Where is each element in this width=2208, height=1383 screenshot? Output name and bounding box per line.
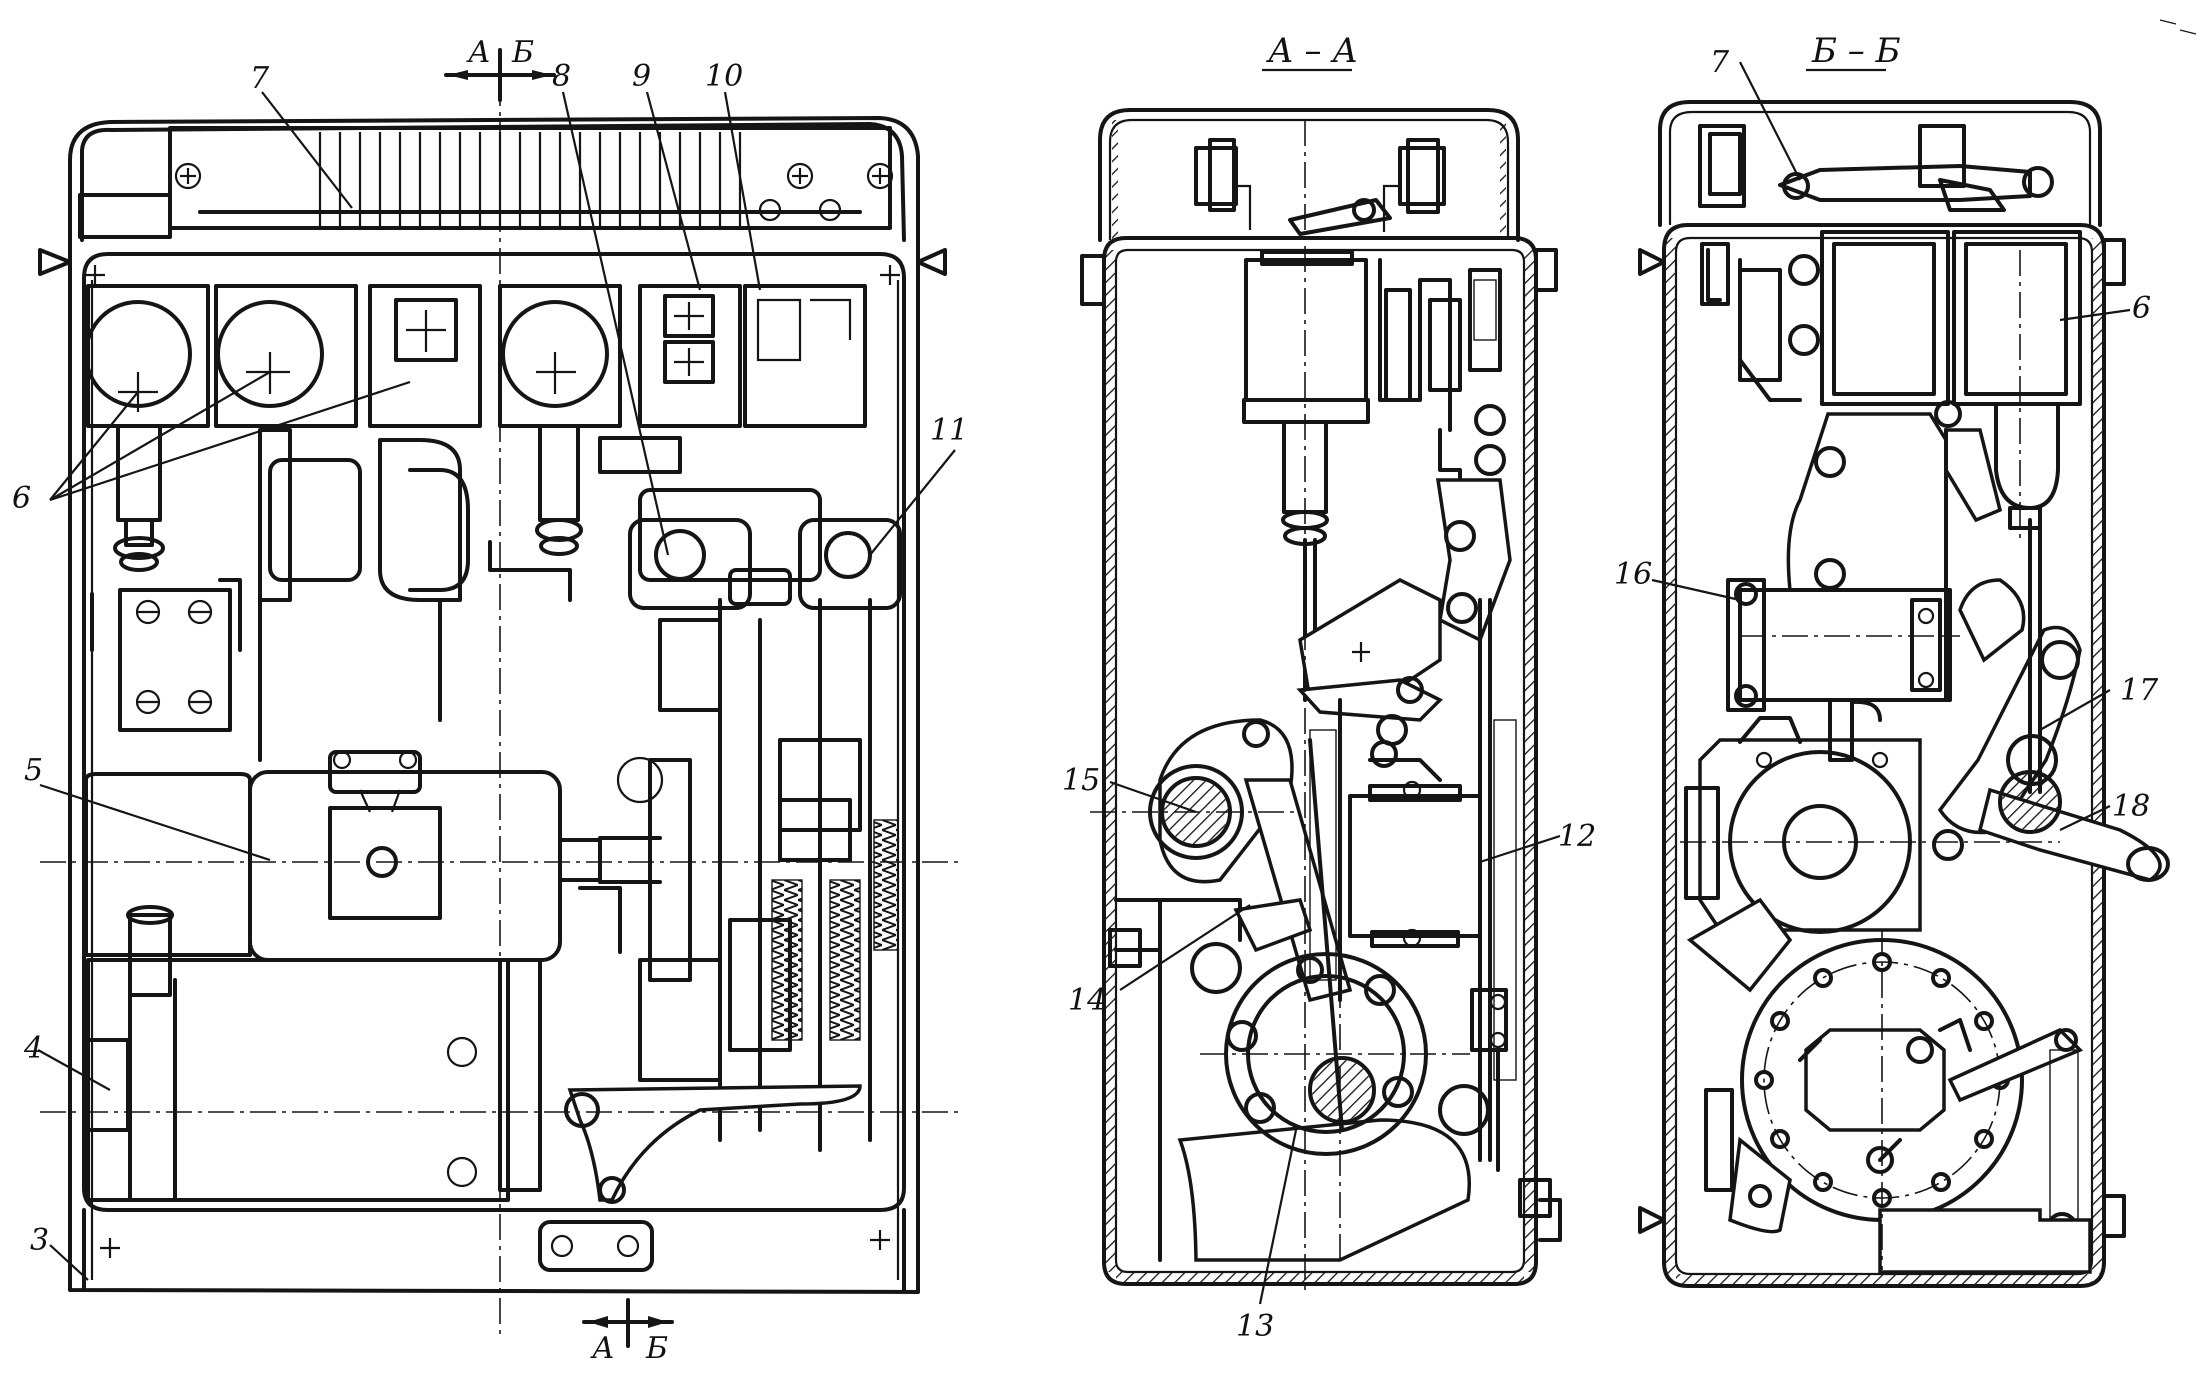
callout-17: 17	[2120, 673, 2159, 708]
left-hinge-clamp	[38, 248, 72, 276]
bb-upper-wheel	[1684, 698, 1964, 934]
operating-lever	[564, 1084, 862, 1204]
aa-latch-levers	[1296, 478, 1512, 746]
callout-8: 8	[552, 59, 571, 94]
section-mark-top: А Б	[444, 35, 556, 102]
top-cover-panel	[80, 122, 906, 242]
callout-6-left: 6	[12, 481, 31, 516]
callout-13: 13	[1236, 1309, 1274, 1344]
bb-upper-housing	[1658, 100, 2102, 227]
bb-lower-wheel	[1686, 897, 2126, 1274]
bb-arm-18	[1977, 518, 2170, 882]
bb-latch-body	[1786, 400, 2003, 702]
inner-frame	[82, 252, 906, 1212]
callout-14: 14	[1068, 983, 1106, 1018]
section-bb-title: Б – Б	[1811, 31, 1901, 71]
callout-15: 15	[1062, 763, 1100, 798]
lower-motor	[86, 905, 542, 1202]
motor-body	[84, 750, 662, 962]
callout-16: 16	[1614, 557, 1652, 592]
aa-leader-lines	[1109, 780, 1561, 1305]
front-housing-outline	[68, 116, 920, 1294]
callout-4: 4	[23, 1031, 43, 1066]
gear-train	[616, 488, 902, 1152]
aa-contact-block	[1378, 258, 1506, 542]
bottom-bracket	[538, 1220, 654, 1272]
relay-coil-row	[84, 284, 867, 428]
section-label-top-b: Б	[511, 35, 534, 70]
callout-6-right: 6	[2132, 291, 2151, 326]
section-bb-view: Б – Б	[1614, 31, 2170, 1288]
section-label-bottom-b: Б	[645, 1331, 668, 1366]
scan-speckle	[2159, 19, 2197, 35]
bb-solenoid-pair	[1820, 230, 2082, 530]
callout-3: 3	[30, 1223, 49, 1258]
callout-5: 5	[24, 753, 43, 788]
section-label-bottom-a: А	[590, 1331, 615, 1366]
section-label-top-a: А	[466, 35, 491, 70]
front-view: А Б А Б 3 4 5 6 7 8	[12, 35, 968, 1366]
aa-upper-housing	[1098, 108, 1520, 242]
front-leader-lines	[37, 91, 956, 1281]
section-mark-bottom: А Б	[582, 1298, 674, 1366]
left-terminal-block	[118, 588, 232, 732]
callout-11: 11	[930, 413, 968, 448]
callout-12: 12	[1558, 819, 1596, 854]
relay-cross-marks	[118, 302, 704, 412]
bb-leader-lines	[1651, 61, 2131, 831]
aa-block-12	[1348, 740, 1482, 948]
terminal-strip	[168, 126, 892, 230]
section-aa-view: А – А	[1062, 31, 1596, 1344]
bb-block-16	[1726, 578, 1952, 712]
callout-9: 9	[632, 59, 651, 94]
terminal-screws	[174, 162, 894, 222]
callout-7-right: 7	[1710, 45, 1730, 80]
section-aa-title: А – А	[1266, 31, 1358, 71]
coil-plungers	[113, 424, 682, 602]
callout-7-left: 7	[250, 61, 270, 96]
bb-lever-17	[1937, 578, 2082, 835]
right-hinge-clamp	[916, 248, 947, 276]
callout-10: 10	[705, 59, 743, 94]
callout-18: 18	[2112, 789, 2150, 824]
